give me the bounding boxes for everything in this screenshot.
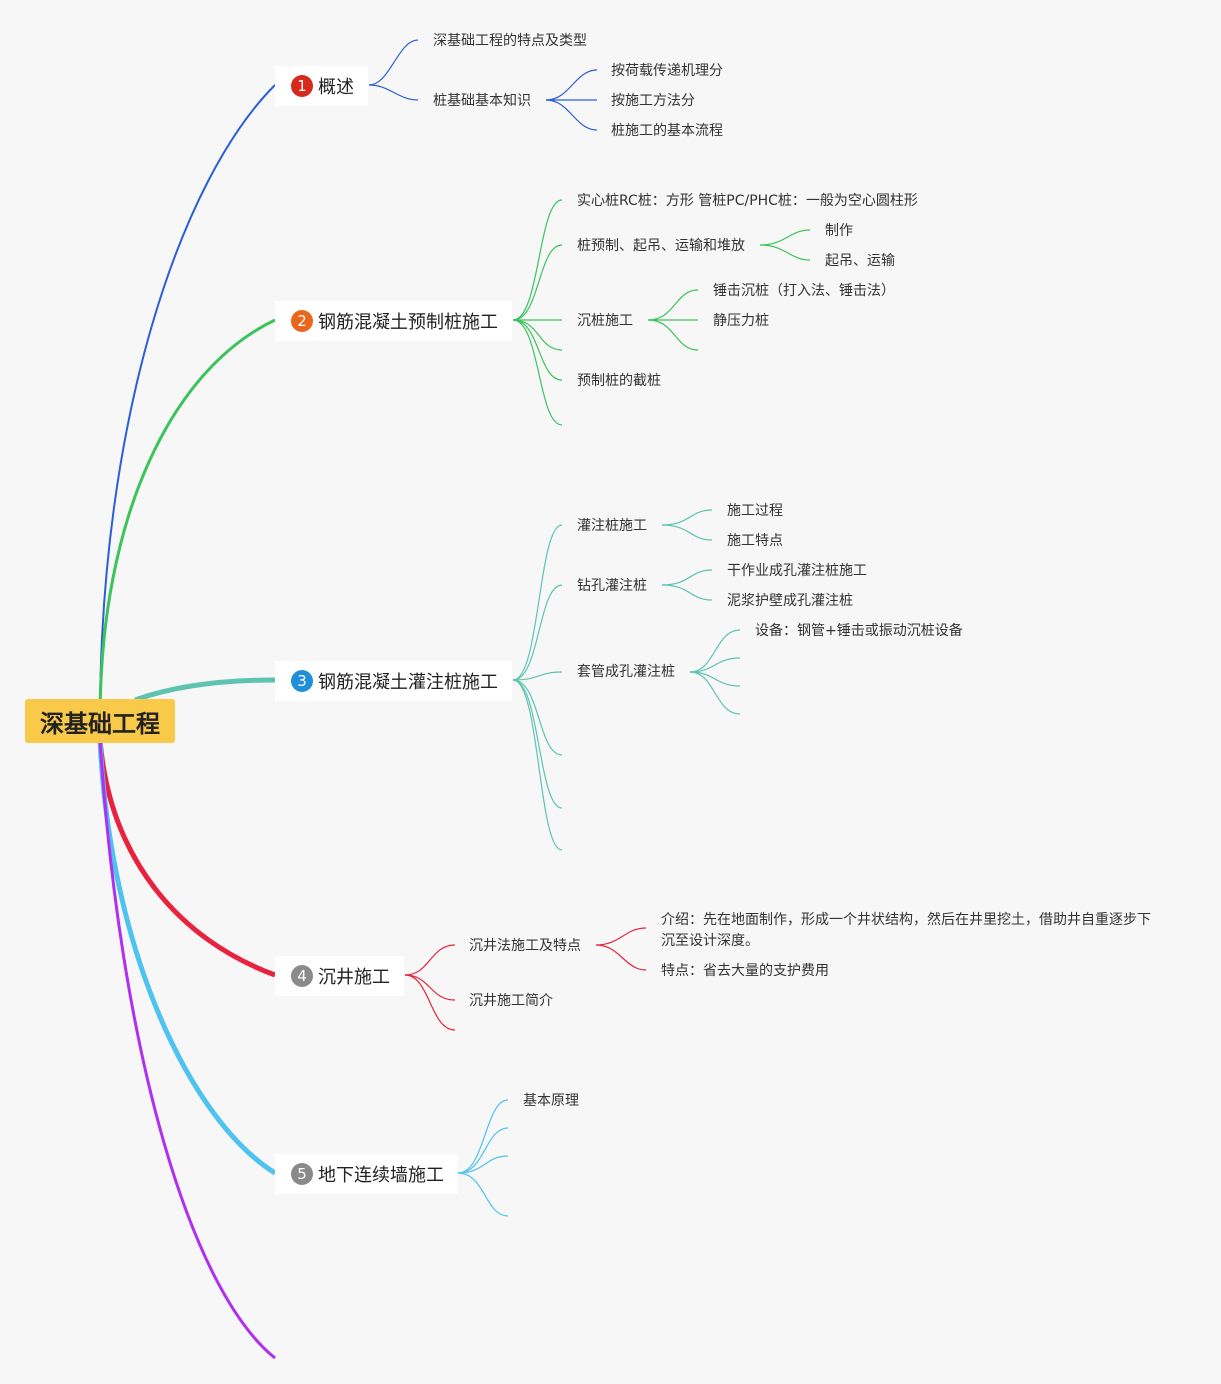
branch-4-sub-lines [404,927,647,1031]
branch-line-2 [98,318,276,721]
subtopic[interactable]: 起吊、运输 [825,253,895,269]
subtopic[interactable]: 干作业成孔灌注桩施工 [727,563,867,579]
subtopic[interactable]: 设备：钢管+锤击或振动沉桩设备 [755,623,963,639]
branch-line-5 [97,739,277,1176]
subtopic[interactable]: 介绍：先在地面制作，形成一个井状结构，然后在井里挖土，借助井自重逐步下沉至设计深… [661,912,1151,949]
subtopic[interactable]: 基本原理 [523,1093,579,1109]
subtopic[interactable]: 沉井法施工及特点 [469,938,581,954]
subtopic[interactable]: 钻孔灌注桩 [577,578,647,594]
topic-label: 概述 [318,77,354,98]
branch-line-3 [134,677,276,703]
subtopic[interactable]: 桩基础基本知识 [433,93,531,109]
subtopic[interactable]: 套管成孔灌注桩 [577,664,675,680]
subtopic[interactable]: 施工特点 [727,533,783,549]
topic-overview[interactable]: 1 概述 [275,66,368,106]
subtopic[interactable]: 深基础工程的特点及类型 [433,33,587,49]
root-topic[interactable]: 深基础工程 [25,699,175,743]
subtopic[interactable]: 泥浆护壁成孔灌注桩 [727,593,853,609]
topic-label: 沉井施工 [318,967,390,988]
subtopic[interactable]: 预制桩的截桩 [577,373,661,389]
subtopic[interactable]: 按施工方法分 [611,93,695,109]
topic-label: 钢筋混凝土灌注桩施工 [318,672,498,693]
branch-line-4 [97,739,276,978]
subtopic[interactable]: 静压力桩 [713,313,769,329]
topic-open-caisson[interactable]: 4 沉井施工 [275,956,404,996]
subtopic[interactable]: 施工过程 [727,503,783,519]
branch-1-sub-lines [368,39,598,131]
number-badge-4: 4 [291,965,313,987]
subtopic[interactable]: 沉桩施工 [577,313,633,329]
subtopic[interactable]: 按荷载传递机理分 [611,63,723,79]
branch-5-sub-lines [457,1099,509,1217]
topic-label: 地下连续墙施工 [318,1165,444,1186]
branch-3-sub-lines [512,509,741,851]
number-badge-1: 1 [291,75,313,97]
subtopic[interactable]: 沉井施工简介 [469,993,553,1009]
number-badge-3: 3 [291,670,313,692]
subtopic[interactable]: 锤击沉桩（打入法、锤击法） [713,283,895,299]
branch-line-1 [99,84,276,721]
branch-2-sub-lines [512,199,811,426]
branch-line-6 [98,739,276,1360]
subtopic[interactable]: 桩预制、起吊、运输和堆放 [577,238,745,254]
subtopic[interactable]: 制作 [825,223,853,239]
subtopic[interactable]: 特点：省去大量的支护费用 [661,963,829,979]
topic-cast-in-place-pile[interactable]: 3 钢筋混凝土灌注桩施工 [275,661,512,701]
topic-label: 钢筋混凝土预制桩施工 [318,312,498,333]
number-badge-2: 2 [291,310,313,332]
subtopic[interactable]: 桩施工的基本流程 [611,123,723,139]
subtopic[interactable]: 灌注桩施工 [577,518,647,534]
number-badge-5: 5 [291,1163,313,1185]
topic-diaphragm-wall[interactable]: 5 地下连续墙施工 [275,1154,458,1194]
subtopic[interactable]: 实心桩RC桩：方形 管桩PC/PHC桩：一般为空心圆柱形 [577,193,918,209]
topic-precast-pile[interactable]: 2 钢筋混凝土预制桩施工 [275,301,512,341]
